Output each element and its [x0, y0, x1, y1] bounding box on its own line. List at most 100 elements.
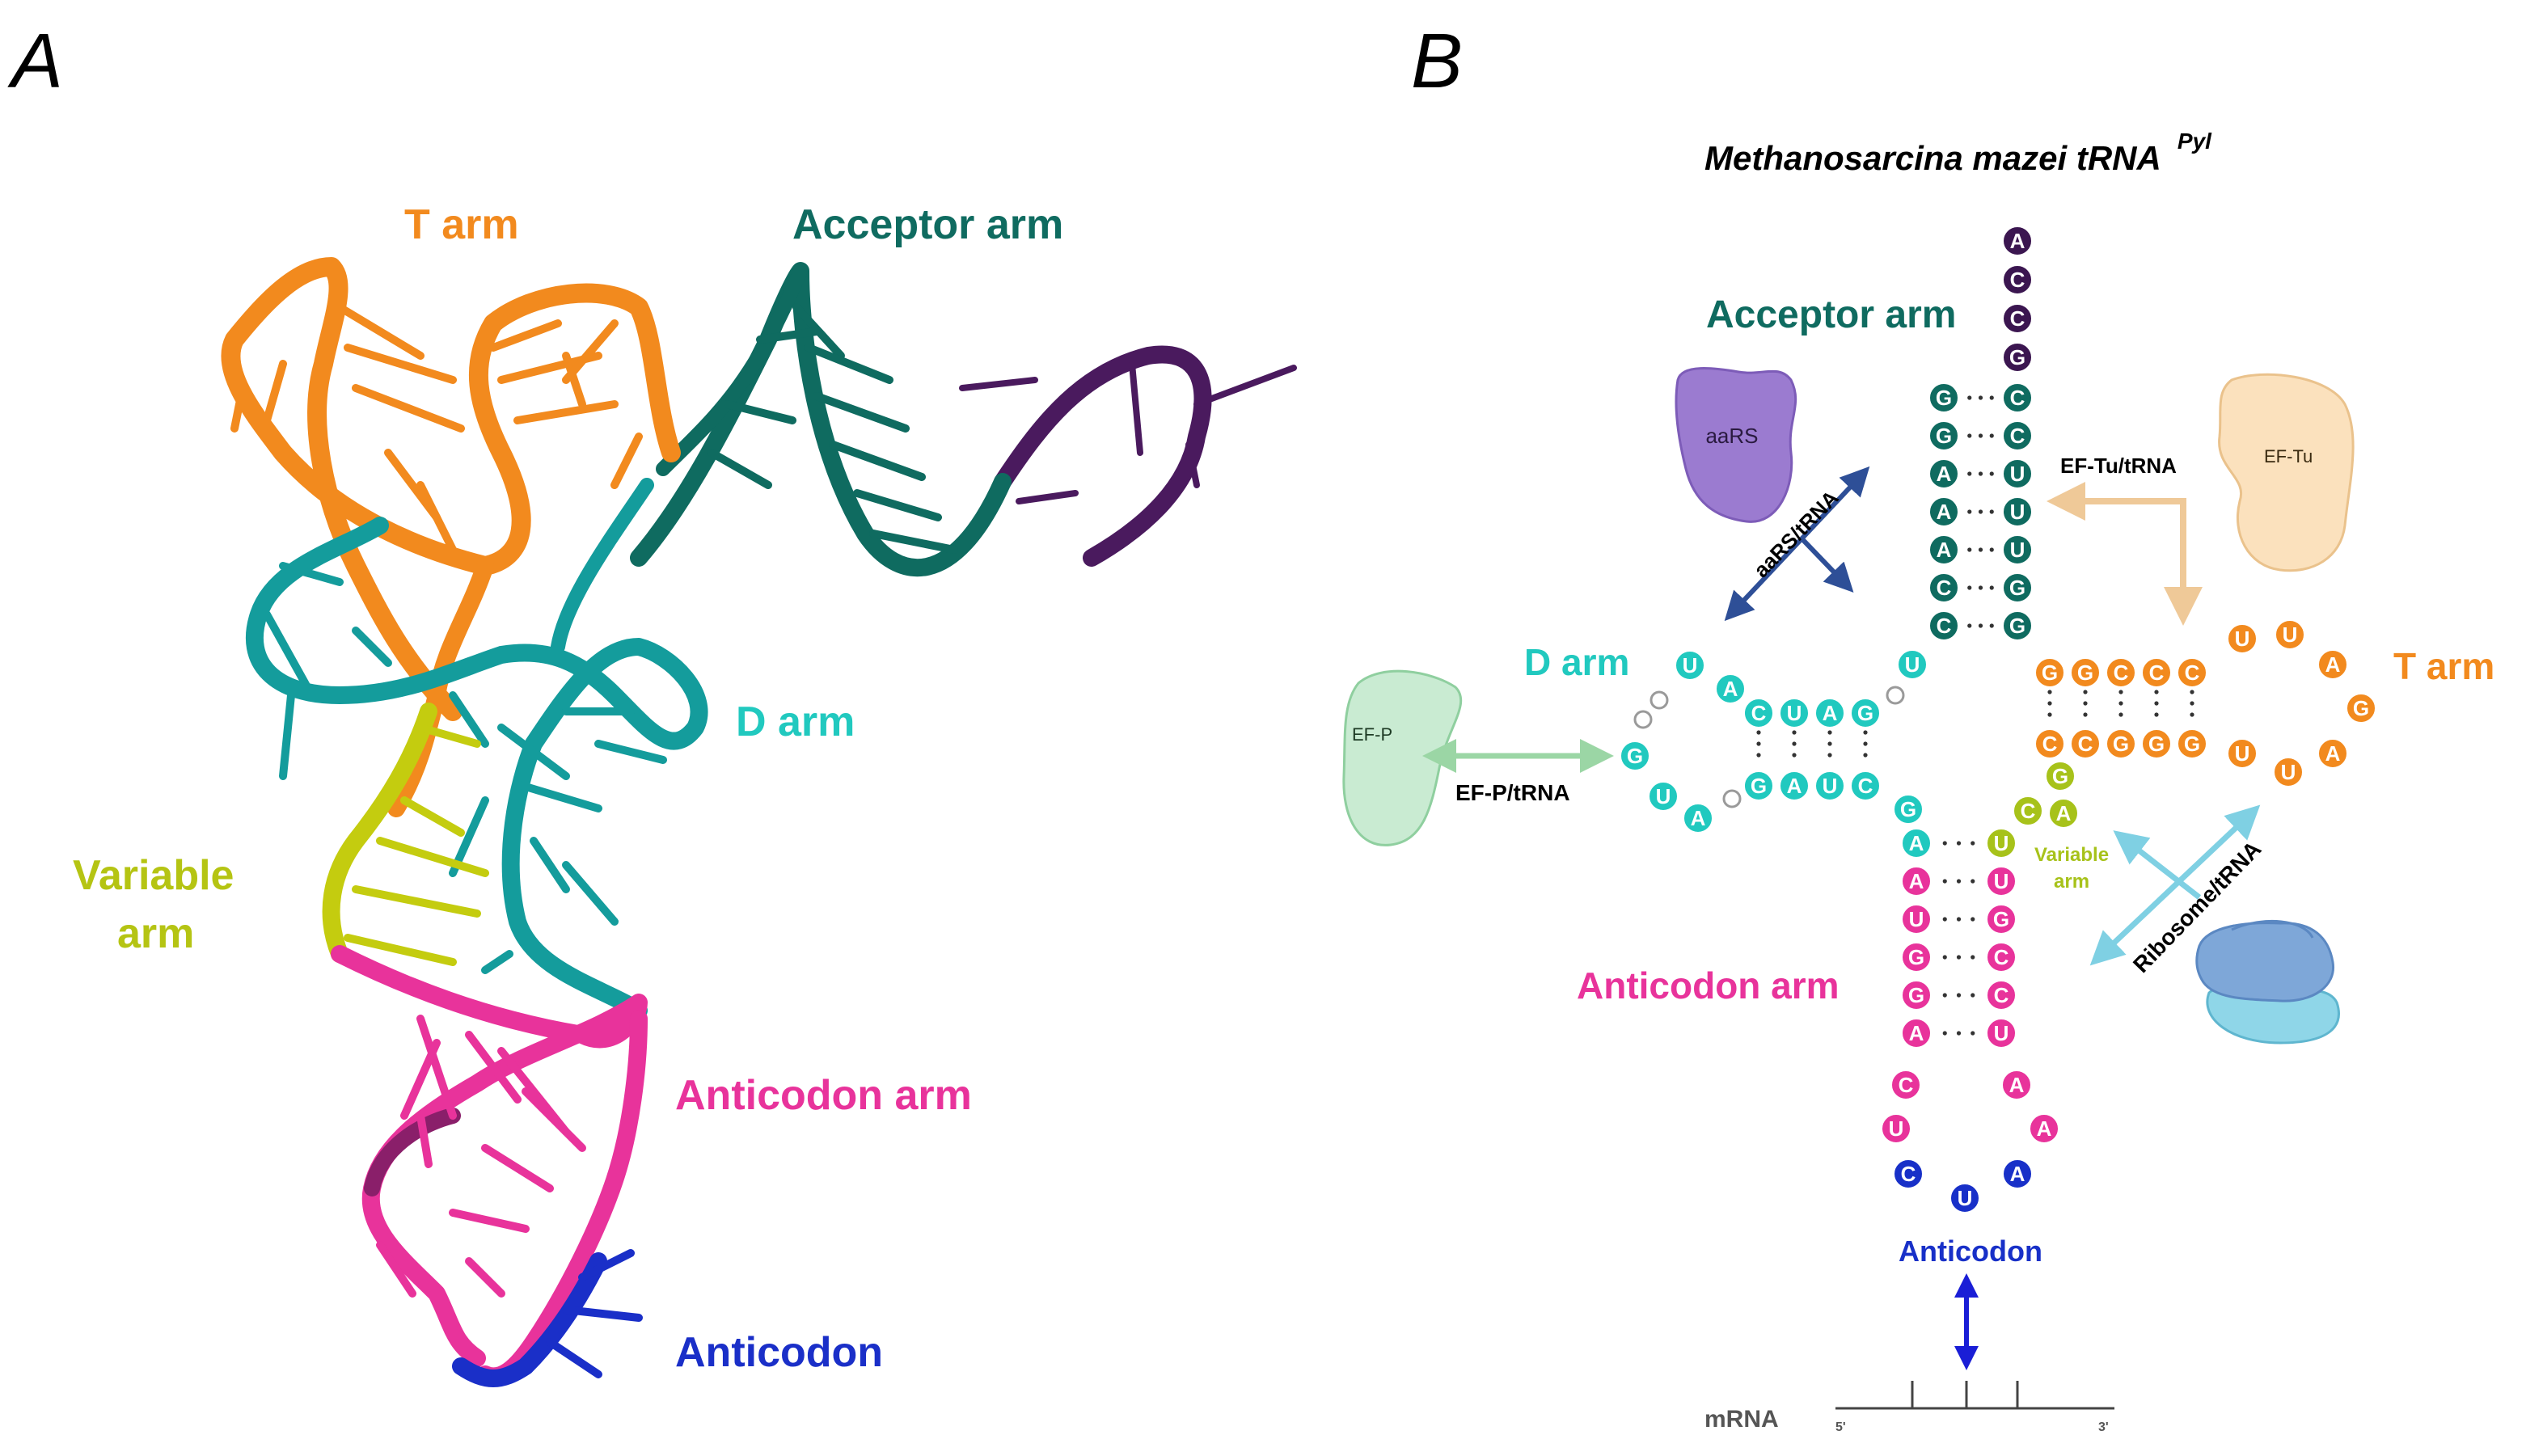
t_arm_top-nt: G — [2034, 657, 2065, 688]
acceptor_right-nt-letter: U — [2010, 462, 2025, 486]
t_loop-nt: A — [2317, 738, 2348, 769]
t_arm_top-nt-letter: C — [2149, 660, 2165, 685]
base-pair-dot — [1942, 1031, 1947, 1036]
t_arm_bottom-nt: G — [2177, 728, 2207, 759]
panel-a-acceptor-arm-label: Acceptor arm — [792, 201, 1063, 248]
anticodon_right-nt-letter: G — [1993, 907, 2009, 931]
acceptor_left-nt-letter: A — [1937, 462, 1952, 486]
t_loop-nt: U — [2227, 623, 2258, 654]
eftu-trna-arrow: EF-Tu/tRNA — [2047, 454, 2203, 626]
anticodon_loop_left-nt: C — [1890, 1070, 1921, 1100]
d_loop-nt: A — [1715, 673, 1746, 704]
eftu-label: EF-Tu — [2264, 446, 2313, 466]
acceptor_right-nt: U — [2002, 534, 2033, 565]
base-pair-dot — [1971, 917, 1975, 922]
panel-b-variable-label-2: arm — [2054, 871, 2089, 893]
d-arm-backbone — [246, 517, 708, 1019]
panel-a-t-arm-label: T arm — [404, 201, 519, 248]
mrna-strand: mRNA 5' 3' — [1704, 1381, 2114, 1434]
variable-arm-bases — [344, 724, 489, 966]
base-pair-dot — [2154, 712, 2159, 717]
t_arm_top-nt: C — [2177, 657, 2207, 688]
base-pair-dot — [1967, 433, 1972, 438]
efp-protein: EF-P — [1342, 669, 1463, 846]
anticodon_loop_left-nt-letter: C — [1899, 1073, 1914, 1097]
t_arm_bottom-nt-letter: G — [2148, 732, 2165, 756]
t_arm_top-nt-letter: C — [2185, 660, 2200, 685]
panel-b-title: Methanosarcina mazei tRNA Pyl — [1704, 129, 2212, 177]
t_arm_bottom-nt-letter: C — [2078, 732, 2093, 756]
anticodon_left-nt-letter: U — [1909, 907, 1924, 931]
base-pair-dot — [1942, 993, 1947, 998]
t_arm_bottom-nt-letter: G — [2184, 732, 2200, 756]
anticodon_left-nt-letter: A — [1909, 1021, 1924, 1045]
panel-b: B Methanosarcina mazei tRNA Pyl Acceptor… — [1342, 18, 2494, 1434]
variable_nts-nt-letter: A — [2056, 801, 2072, 825]
acceptor_left-nt: A — [1928, 496, 1959, 527]
d-arm-strand-2 — [551, 478, 654, 654]
anticodon_right-nt: U — [1986, 866, 2017, 897]
junction_u-nt: U — [1897, 649, 1928, 680]
base-pair-dot — [1989, 471, 1994, 476]
anticodon_right-nt: U — [1986, 828, 2017, 859]
anticodon_loop_left-nt-letter: U — [1889, 1116, 1904, 1141]
eftu-trna-label: EF-Tu/tRNA — [2060, 454, 2177, 478]
anticodon_left-nt-letter: G — [1908, 983, 1924, 1007]
d_arm_bottom-nt: C — [1850, 770, 1881, 801]
base-pair-dot — [1967, 509, 1972, 514]
t-arm-backbone — [221, 257, 681, 721]
base-pair-dot — [1967, 395, 1972, 400]
anticodon_left-nt: U — [1901, 904, 1932, 935]
junction_u-nt-letter: U — [1905, 652, 1920, 677]
d_arm_bottom-nt-letter: A — [1787, 774, 1802, 798]
d-arm-bases — [263, 562, 667, 974]
d_arm_top-nt-letter: C — [1751, 701, 1767, 725]
aars-label: aaRS — [1705, 424, 1758, 448]
acceptor_right-nt-letter: U — [2010, 500, 2025, 524]
efp-trna-arrow: EF-P/tRNA — [1422, 739, 1614, 805]
anticodon_left-nt: A — [1901, 1018, 1932, 1049]
base-pair-dot — [2190, 712, 2194, 717]
panel-a-anticodon-arm-label: Anticodon arm — [675, 1072, 972, 1119]
panel-a: A — [7, 18, 1297, 1387]
base-pair-dot — [1956, 841, 1962, 846]
d_arm_top-nt: A — [1814, 698, 1845, 728]
variable_nts-nt-letter: G — [2052, 764, 2068, 788]
base-pair-dot — [2154, 701, 2159, 706]
panel-a-anticodon-label: Anticodon — [675, 1329, 883, 1376]
variable_nts-nt: G — [2045, 761, 2076, 791]
base-pair-dot — [2154, 690, 2159, 694]
eftu-shape — [2218, 373, 2355, 572]
d_arm_bottom-nt: G — [1743, 770, 1774, 801]
acceptor_left-nt-letter: G — [1936, 424, 1952, 448]
t_arm_bottom-nt: C — [2070, 728, 2101, 759]
d_arm_top-nt-letter: G — [1857, 701, 1873, 725]
t_loop-nt: A — [2317, 649, 2348, 680]
acceptor_tail-nt: G — [2002, 342, 2033, 373]
anticodon_triplet-nt-letter: C — [1901, 1162, 1916, 1186]
d_arm_top-nt: U — [1779, 698, 1810, 728]
anticodon_left-nt: G — [1901, 980, 1932, 1011]
base-pair-dot — [1978, 623, 1983, 628]
eftu-protein: EF-Tu — [2218, 373, 2355, 572]
acceptor_left-nt: G — [1928, 420, 1959, 451]
base-pair-dot — [2118, 690, 2123, 694]
linker-circles — [1633, 686, 1905, 808]
t_loop-nt-letter: A — [2325, 741, 2341, 766]
d_loop-nt-letter: U — [1656, 784, 1671, 808]
base-pair-dots — [1756, 395, 2194, 1036]
anticodon_left-nt-letter: A — [1909, 831, 1924, 855]
anticodon_triplet-nt: A — [2002, 1158, 2033, 1189]
panel-b-d-arm-label: D arm — [1524, 641, 1629, 683]
acceptor_left-nt: G — [1928, 382, 1959, 413]
base-pair-dot — [1971, 841, 1975, 846]
t_arm_top-nt-letter: G — [2042, 660, 2058, 685]
acceptor_tail-nt-letter: G — [2009, 345, 2025, 369]
panel-b-anticodon-arm-label: Anticodon arm — [1577, 964, 1840, 1007]
base-pair-dot — [1956, 879, 1962, 884]
base-pair-dot — [1978, 395, 1983, 400]
anticodon_loop_right-nt-letter: A — [2009, 1073, 2025, 1097]
anticodon_left-nt: A — [1901, 828, 1932, 859]
panel-b-letter: B — [1411, 18, 1463, 104]
